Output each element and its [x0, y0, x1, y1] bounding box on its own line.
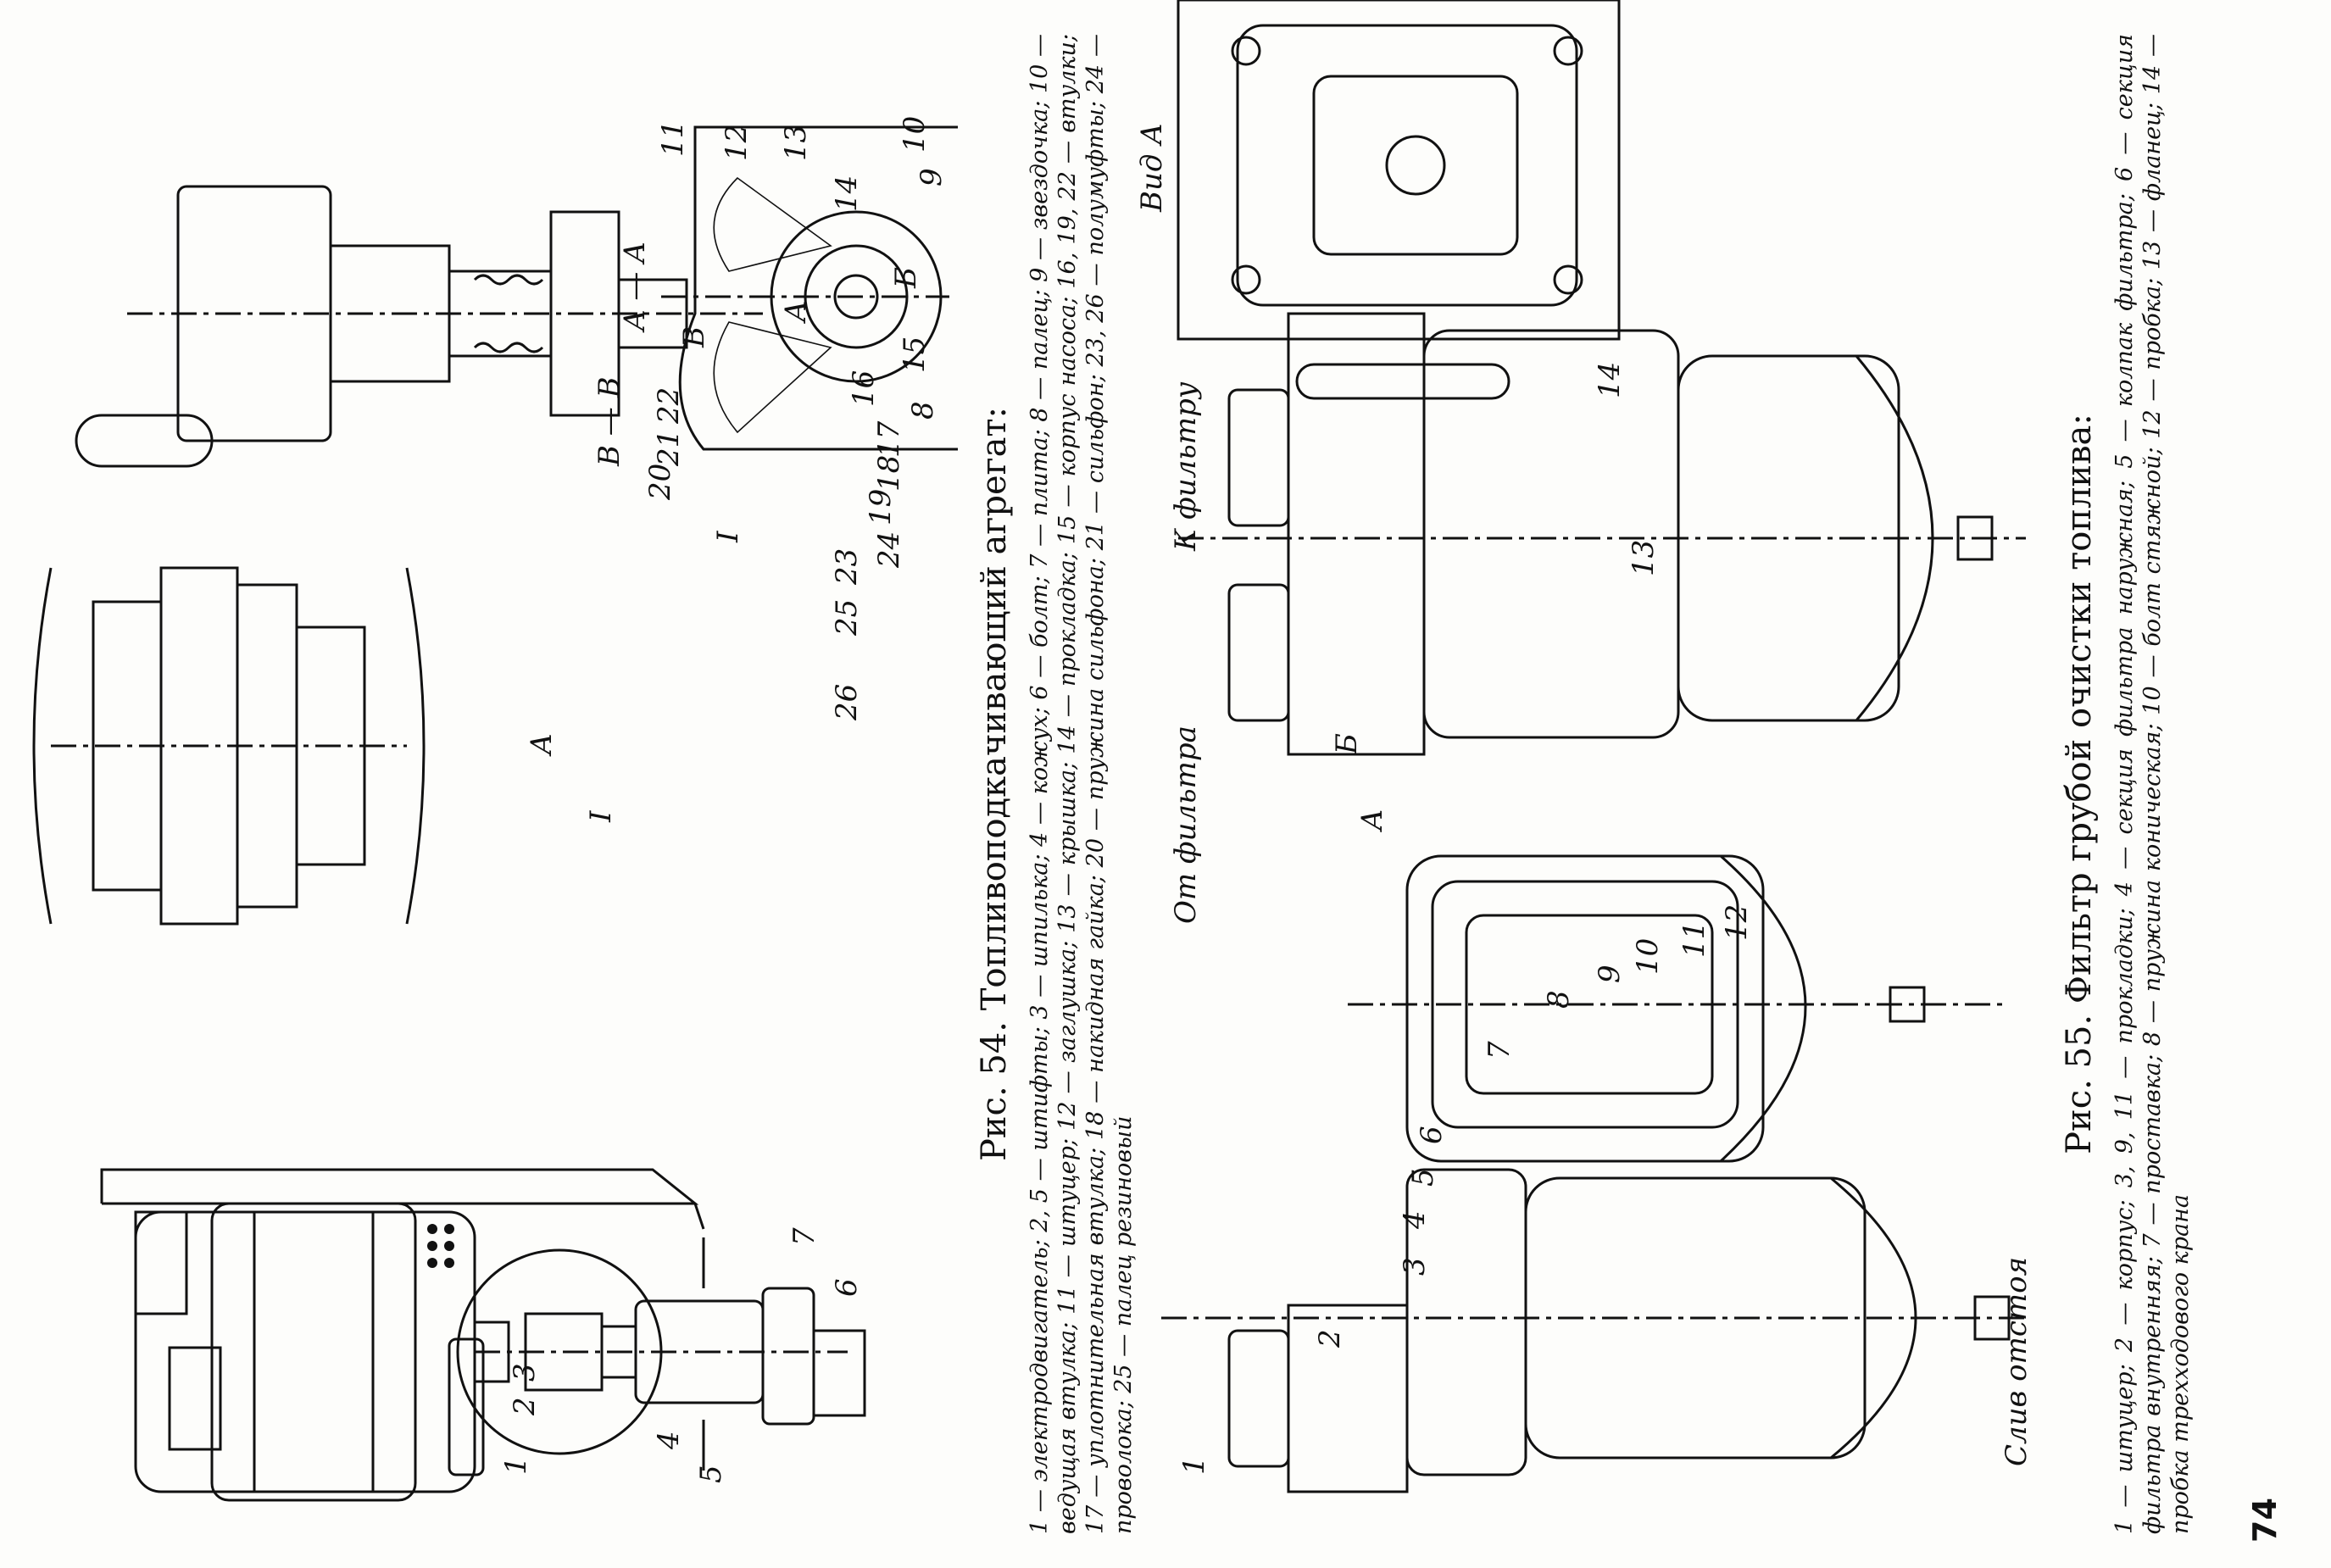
fig55-label-3: 3: [1398, 1257, 1432, 1276]
fig55-label-13: 13: [1627, 540, 1661, 576]
fig55-label-8: 8: [1542, 990, 1576, 1009]
figure-55-coarse-fuel-filter: 1 2 3 4 5 6 7 8 9 10 11 12 13 14 От филь…: [1135, 0, 2033, 1493]
figure-55-legend: 1 — штуцер; 2 — корпус; 3, 9, 11 — прокл…: [2111, 34, 2194, 1534]
fig54-label-3: 3: [508, 1363, 542, 1382]
fig55-label-5: 5: [1406, 1168, 1440, 1187]
fig54-callout-i: I: [584, 810, 618, 823]
fig54-label-24: 24: [872, 531, 906, 569]
fig55-from-filter: От фильтра: [1169, 726, 1203, 924]
fig54-section-bb: B — B: [592, 376, 626, 467]
fig54-label-22: 22: [652, 387, 686, 425]
figure-55-caption: Рис. 55. Фильтр грубой очистки топлива: …: [2060, 34, 2195, 1534]
fig55-label-11: 11: [1677, 921, 1711, 958]
figure-54-legend: 1 — электродвигатель; 2, 5 — штифты; 3 —…: [1026, 34, 1137, 1534]
fig55-label-9: 9: [1593, 965, 1627, 983]
fig54-label-9: 9: [915, 168, 949, 186]
fig55-label-7: 7: [1483, 1041, 1516, 1059]
fig55-drain: Слив отстоя: [2000, 1257, 2033, 1466]
figure-54-title: Рис. 54. Топливоподкачивающий агрегат:: [975, 406, 1014, 1162]
fig54-label-8: 8: [906, 401, 940, 420]
fig55-label-14: 14: [1593, 362, 1627, 398]
fig55-arrow-a: А: [1355, 809, 1389, 832]
fig54-label-25: 25: [830, 599, 864, 637]
fig54-mark-b: B: [677, 326, 711, 348]
fig55-label-1: 1: [1177, 1456, 1211, 1475]
fig55-view-a: Вид А: [1135, 123, 1169, 213]
fig55-label-4: 4: [1398, 1210, 1432, 1230]
fig54-label-5: 5: [694, 1465, 728, 1483]
fig54-label-18: 18: [872, 455, 906, 492]
fig54-label-13: 13: [779, 125, 813, 161]
page-number: 74: [2246, 1498, 2284, 1543]
fig54-section-aa: A — A: [618, 242, 652, 333]
fig54-label-11: 11: [656, 120, 690, 157]
fig54-label-14: 14: [830, 175, 864, 212]
fig55-label-12: 12: [1720, 904, 1754, 941]
fig54-label-1: 1: [499, 1456, 533, 1475]
fig54-label-7: 7: [787, 1227, 821, 1246]
fig54-label-23: 23: [830, 548, 864, 586]
fig54-label-6: 6: [830, 1278, 864, 1297]
fig54-label-26: 26: [830, 684, 864, 721]
fig54-chamber-a: А: [779, 300, 813, 324]
fig54-label-21: 21: [652, 430, 686, 467]
fig55-label-2: 2: [1313, 1329, 1347, 1348]
fig54-mark-a: A: [525, 733, 559, 757]
fig55-label-6: 6: [1415, 1126, 1449, 1144]
figure-54-caption: Рис. 54. Топливоподкачивающий агрегат: 1…: [975, 34, 1138, 1534]
fig54-label-4: 4: [652, 1431, 686, 1450]
fig55-to-filter: К фильтру: [1169, 381, 1203, 552]
fig55-flange-b: Б: [1330, 733, 1364, 755]
fig54-chamber-b: Б: [889, 267, 923, 289]
fig54-label-20: 20: [643, 464, 677, 501]
fig54-label-19: 19: [864, 489, 898, 525]
fig54-label-12: 12: [720, 125, 754, 161]
fig54-label-10: 10: [898, 116, 932, 153]
fig54-view-i: I: [711, 531, 745, 543]
figure-54-motor-assembly: 1 2 3 4 5 6 7 8 9 10 11 12 13 14 15 16 1…: [32, 116, 958, 1502]
fig54-label-17: 17: [872, 420, 906, 458]
fig54-label-2: 2: [508, 1397, 542, 1416]
figure-55-title: Рис. 55. Фильтр грубой очистки топлива:: [2060, 414, 2099, 1154]
fig54-label-15: 15: [898, 336, 932, 373]
fig55-label-10: 10: [1631, 938, 1665, 975]
fig54-label-16: 16: [847, 370, 881, 407]
